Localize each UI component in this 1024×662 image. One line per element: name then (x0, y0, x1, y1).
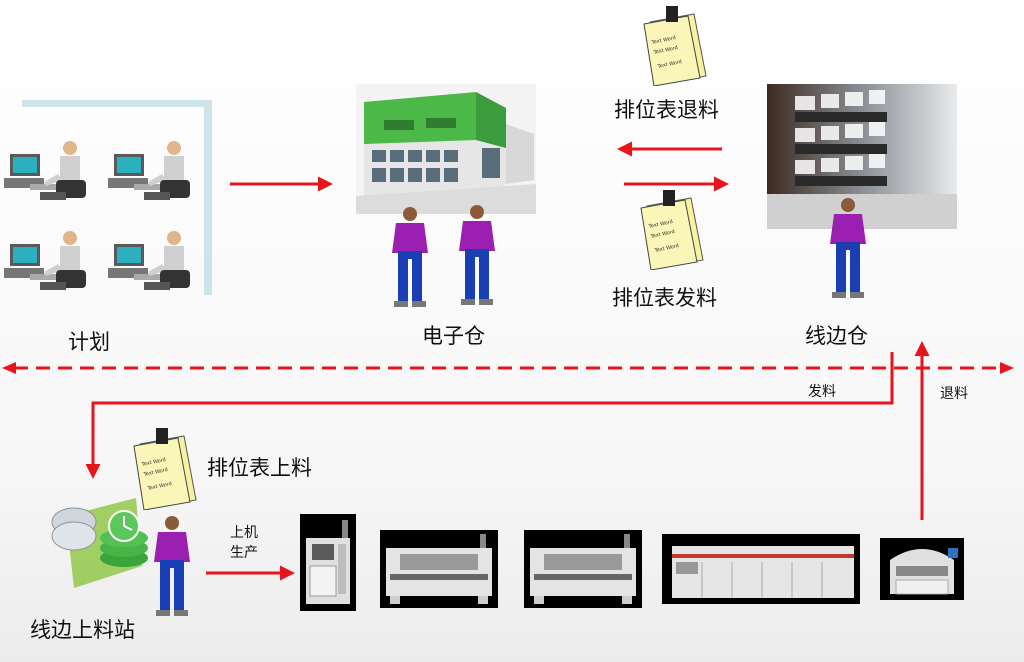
svg-text:Text Word: Text Word (650, 35, 676, 46)
return-label: 退料 (940, 386, 968, 402)
svg-text:Text Word: Text Word (653, 243, 679, 254)
svg-text:Text Word: Text Word (649, 229, 675, 240)
svg-text:Text Word: Text Word (146, 481, 172, 492)
svg-text:Text Word: Text Word (142, 467, 168, 478)
planning-office-illustration (0, 96, 215, 301)
line-store-racks-illustration (767, 84, 957, 229)
reflow-oven-icon (662, 534, 860, 604)
feeder-station-icon (44, 492, 156, 592)
plan-label: 计划 (68, 330, 110, 354)
machine-line1-label: 上机 (230, 525, 258, 541)
line-store-worker-figure (826, 196, 870, 300)
load-sheet-label: 排位表上料 (207, 456, 312, 480)
machine-line2-label: 生产 (230, 545, 258, 561)
feeder-station-label: 线边上料站 (30, 618, 135, 642)
feeder-station-worker-figure (150, 514, 194, 618)
warehouse-building-illustration (356, 84, 536, 214)
warehouse-label: 电子仓 (422, 324, 485, 348)
svg-text:Text Word: Text Word (656, 59, 682, 70)
printer-machine-icon (300, 514, 356, 611)
svg-text:Text Word: Text Word (652, 45, 678, 56)
return-sheet-label: 排位表退料 (614, 98, 719, 122)
placement-machine-2-icon (524, 530, 642, 608)
issue-sheet-label: 排位表发料 (612, 286, 717, 310)
aoi-machine-icon (880, 538, 964, 600)
warehouse-worker-2-figure (455, 203, 499, 307)
placement-machine-1-icon (380, 530, 498, 608)
svg-text:Text Word: Text Word (647, 219, 673, 230)
issue-label: 发料 (808, 384, 836, 400)
svg-text:Text Word: Text Word (140, 457, 166, 468)
warehouse-worker-1-figure (388, 205, 432, 309)
line-store-label: 线边仓 (805, 324, 868, 348)
